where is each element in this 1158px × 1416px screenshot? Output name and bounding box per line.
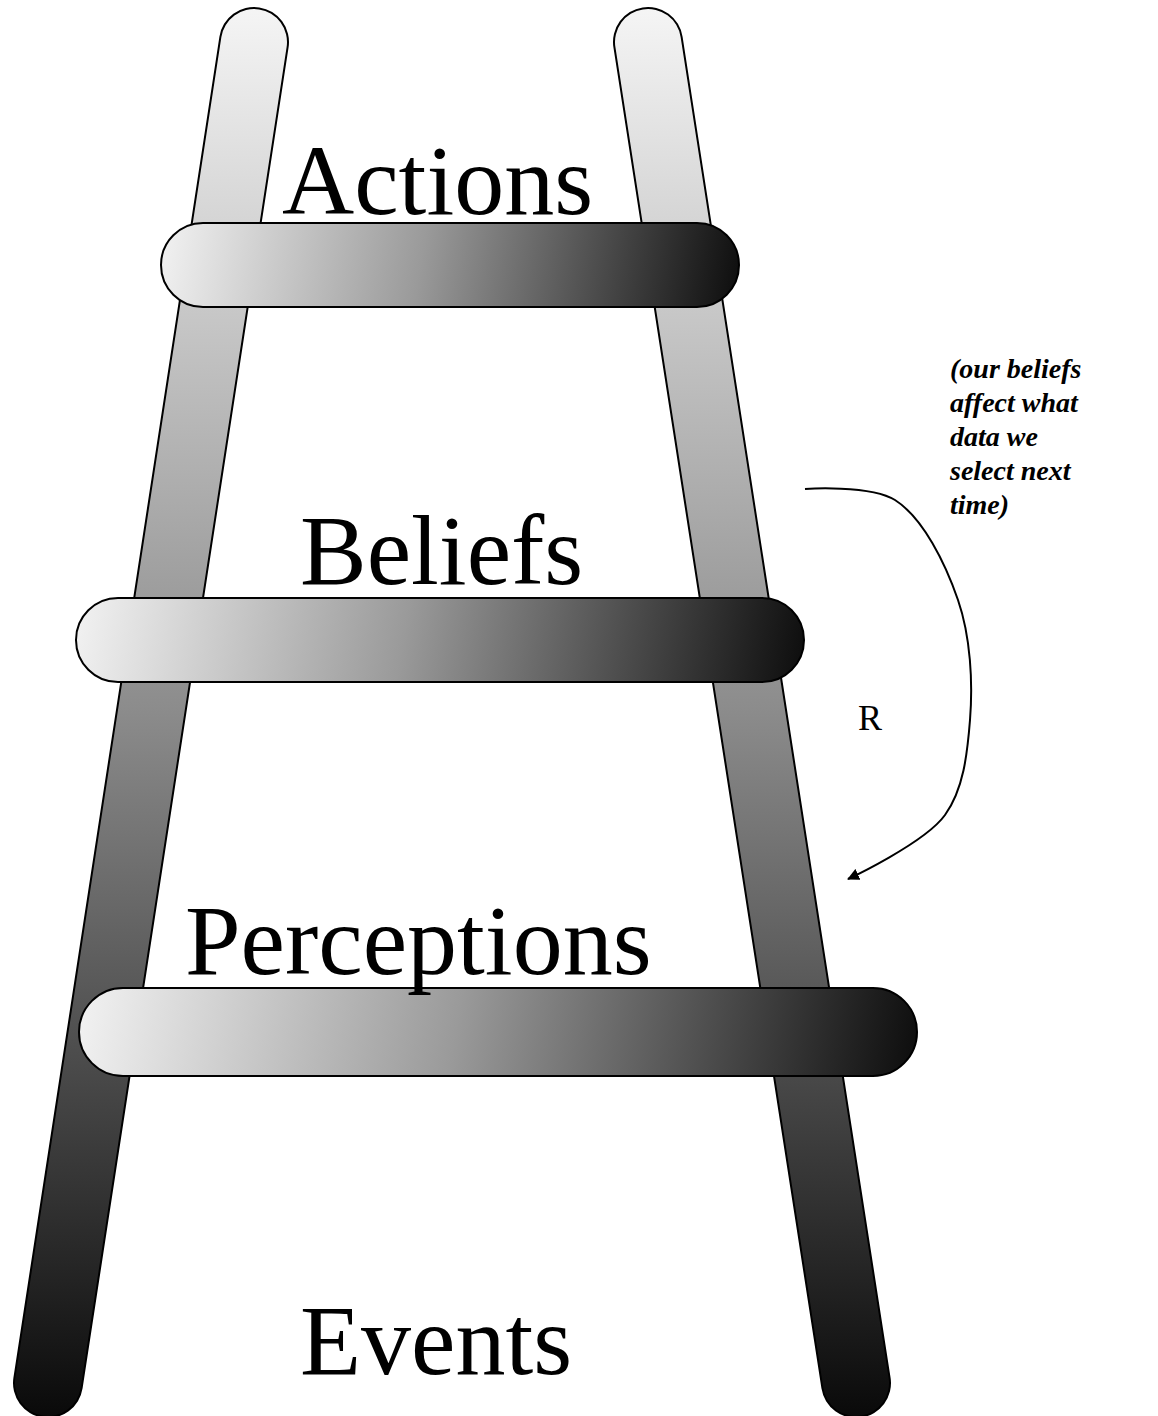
ladder-rung: Perceptions: [78, 879, 918, 1077]
rung-title: Perceptions: [185, 891, 652, 991]
loop-marker: R: [858, 700, 882, 736]
ground-label: Events: [300, 1291, 572, 1391]
feedback-arrow: [805, 488, 971, 879]
ladder-rung: Actions: [160, 119, 740, 308]
rung-bar: [75, 597, 805, 683]
rung-title: Actions: [282, 131, 593, 231]
rung-bar: [160, 222, 740, 308]
rung-title: Beliefs: [300, 501, 583, 601]
annotation-note: (our beliefs affect what data we select …: [950, 352, 1100, 522]
rung-bar: [78, 987, 918, 1077]
ladder-rung: Beliefs: [75, 489, 805, 683]
